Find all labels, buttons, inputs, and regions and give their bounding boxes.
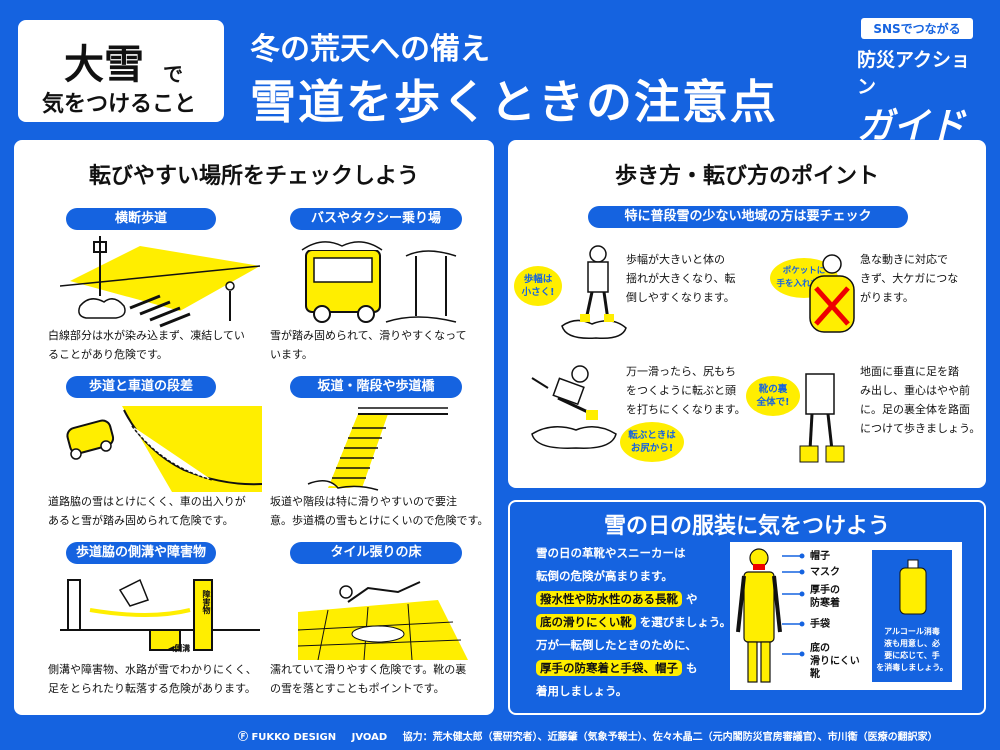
footer: Ⓕ FUKKO DESIGN JVOAD 協力：荒木健太郎（雲研究者）、近藤肇（… bbox=[238, 728, 938, 743]
ditch-illustration bbox=[60, 578, 260, 651]
footer-credits: 協力：荒木健太郎（雲研究者）、近藤肇（気象予報士）、佐々木晶二（元内閣防災官房審… bbox=[402, 732, 938, 743]
small-steps-illustration bbox=[561, 245, 627, 340]
label-hat: 帽子 bbox=[810, 551, 830, 562]
label-boots: 底の 滑りにくい 靴 bbox=[810, 643, 860, 680]
bus-stop-desc: 雪が踏み固められて、滑りやすくなっています。 bbox=[270, 329, 467, 361]
tiles-desc: 濡れていて滑りやすく危険です。靴の裏の雪を落とすこともポイントです。 bbox=[270, 663, 467, 695]
label-mask: マスク bbox=[810, 567, 840, 578]
sole-illustration bbox=[799, 373, 845, 463]
alcohol-note: アルコール消毒 液も用意し、必 要に応じて、手 を消毒しましょう。 bbox=[876, 627, 948, 672]
walking-heading: 歩き方・転び方のポイント bbox=[614, 164, 879, 189]
no-pockets-illustration bbox=[809, 254, 855, 333]
page-subtitle: 冬の荒天への備え bbox=[250, 32, 490, 67]
tip-fall: 万一滑ったら、尻もちをつくように転ぶと頭を打ちにくくなります。 bbox=[626, 365, 746, 416]
pill-ditch: 歩道脇の側溝や障害物 bbox=[66, 542, 216, 564]
bubble-small-steps: 歩幅は 小さく! bbox=[514, 266, 562, 306]
tip-small-steps: 歩幅が大きいと体の揺れが大きくなり、転倒しやすくなります。 bbox=[626, 253, 736, 304]
logo-line2: 防災アクション bbox=[857, 49, 971, 98]
stairs-illustration bbox=[307, 407, 448, 491]
clothing-panel: 雪の日の服装に気をつけよう 雪の日の革靴やスニーカーは 転倒の危険が高まります。… bbox=[508, 500, 986, 715]
clothing-illustration-box: 帽子 マスク 厚手の 防寒着 手袋 底の 滑りにくい 靴 アルコール消毒 液も用… bbox=[730, 542, 962, 690]
person-illustration bbox=[736, 548, 782, 683]
tag-big: 大雪 bbox=[64, 42, 144, 88]
sanitizer-bottle-icon bbox=[899, 559, 927, 615]
pill-curb: 歩道と車道の段差 bbox=[66, 376, 216, 398]
fall-illustration bbox=[531, 365, 617, 449]
pill-crosswalk: 横断歩道 bbox=[66, 208, 216, 230]
tip-no-pockets: 急な動きに対応できず、大ケガにつながります。 bbox=[860, 253, 959, 304]
walking-tips-panel: 歩き方・転び方のポイント 特に普段雪の少ない地域の方は要チェック 歩幅は 小さく… bbox=[508, 140, 986, 488]
bubble-whole-sole: 靴の裏 全体で! bbox=[746, 376, 800, 416]
pill-stairs: 坂道・階段や歩道橋 bbox=[290, 376, 462, 398]
tip-whole-sole: 地面に垂直に足を踏み出し、重心はやや前に。足の裏全体を路面につけて歩きましょう。 bbox=[860, 365, 981, 435]
ditch-sign: ◀側溝 bbox=[168, 644, 191, 653]
walking-banner: 特に普段雪の少ない地域の方は要チェック bbox=[588, 206, 908, 228]
page-title: 雪道を歩くときの注意点 bbox=[250, 75, 778, 129]
title-tag: 大雪 で 気をつけること bbox=[18, 20, 224, 122]
tag-de: で bbox=[163, 62, 183, 86]
label-gloves: 手袋 bbox=[810, 619, 830, 630]
crosswalk-desc: 白線部分は水が染み込まず、凍結していることがあり危険です。 bbox=[48, 329, 245, 361]
bus-illustration bbox=[301, 241, 457, 323]
alcohol-box: アルコール消毒 液も用意し、必 要に応じて、手 を消毒しましょう。 bbox=[872, 550, 952, 682]
curb-illustration bbox=[66, 406, 262, 492]
tiles-illustration bbox=[298, 581, 468, 660]
crosswalk-illustration bbox=[60, 236, 260, 328]
curb-desc: 道路脇の雪はとけにくく、車の出入りがあると雪が踏み固められて危険です。 bbox=[48, 495, 246, 527]
logo-line1: SNSでつながる bbox=[861, 18, 973, 39]
jvoad-logo: JVOAD bbox=[351, 732, 388, 743]
stairs-desc: 坂道や階段は特に滑りやすいので要注意。歩道橋の雪もとけにくいので危険です。 bbox=[270, 495, 489, 527]
label-coat: 厚手の 防寒着 bbox=[810, 585, 840, 609]
slippery-heading: 転びやすい場所をチェックしよう bbox=[88, 164, 419, 189]
fukko-design-logo: Ⓕ FUKKO DESIGN bbox=[238, 732, 337, 743]
ditch-desc: 側溝や障害物、水路が雪でわかりにくく、足をとられたり転落する危険があります。 bbox=[48, 663, 257, 695]
clothing-heading: 雪の日の服装に気をつけよう bbox=[603, 514, 890, 539]
pill-tiles: タイル張りの床 bbox=[290, 542, 462, 564]
slippery-places-panel: 転びやすい場所をチェックしよう 横断歩道 白線部分は水が染み込まず、凍結している… bbox=[14, 140, 494, 715]
label-pointers bbox=[782, 553, 805, 657]
pill-bus-stop: バスやタクシー乗り場 bbox=[290, 208, 462, 230]
obstacle-sign: 障害物 bbox=[202, 590, 211, 614]
logo: SNSでつながる 防災アクション ガイド bbox=[855, 18, 987, 147]
clothing-text: 雪の日の革靴やスニーカーは 転倒の危険が高まります。 撥水性や防水性のある長靴 … bbox=[536, 546, 732, 698]
bubble-fall-on-bottom: 転ぶときは お尻から! bbox=[620, 422, 684, 462]
tag-sub: 気をつけること bbox=[42, 92, 197, 117]
